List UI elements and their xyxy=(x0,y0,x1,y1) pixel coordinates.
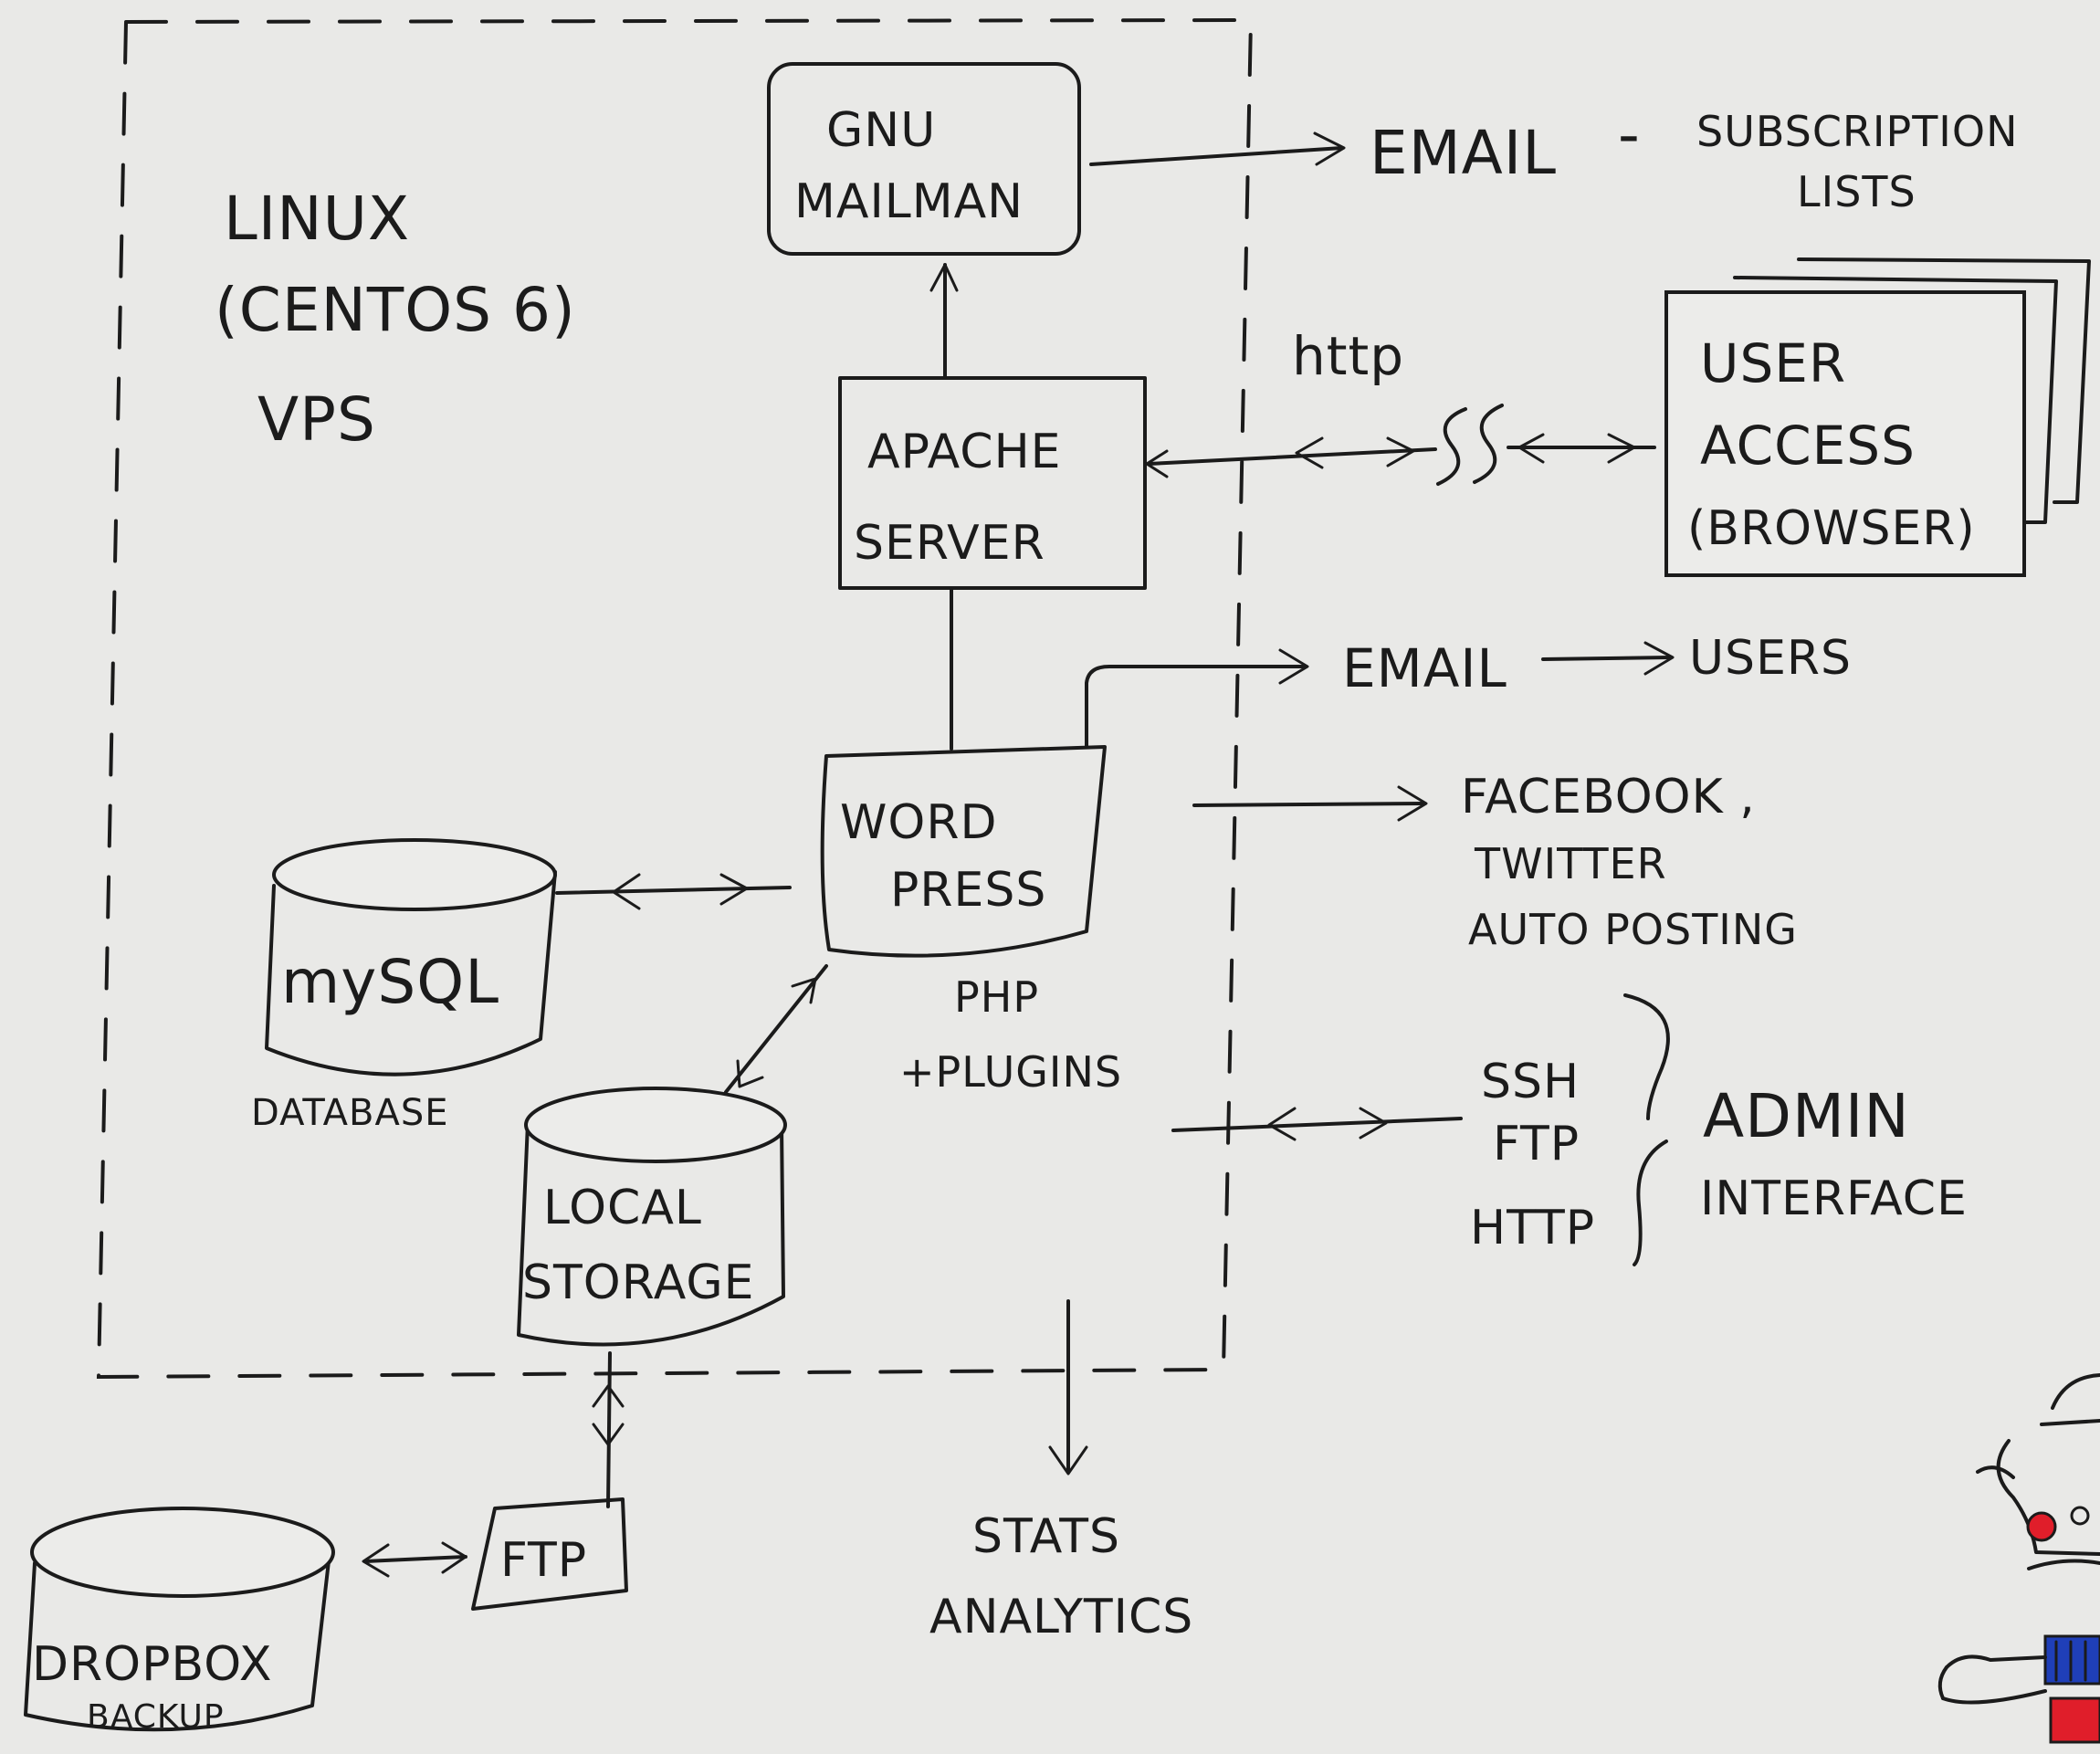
apache-label-1: APACHE xyxy=(867,425,1062,479)
storage-ftp-arrow xyxy=(592,1351,625,1508)
os-name: LINUX xyxy=(224,184,410,254)
apache-label-2: SERVER xyxy=(854,516,1045,571)
user-access-label-1: USER xyxy=(1700,332,1846,394)
stats-label-1: STATS xyxy=(972,1509,1120,1564)
email-lists-label: EMAIL xyxy=(1370,118,1557,188)
lists-label: LISTS xyxy=(1797,167,1916,216)
wordpress-note-plugins: +PLUGINS xyxy=(899,1047,1122,1097)
users-label: USERS xyxy=(1689,631,1852,686)
email-lists-dash: - xyxy=(1618,100,1641,170)
dropbox-label-2: BACKUP xyxy=(87,1698,225,1736)
ftp-node: FTP xyxy=(471,1497,628,1611)
ftp-label: FTP xyxy=(500,1533,587,1588)
user-access-label-2: ACCESS xyxy=(1700,415,1916,477)
mysql-node: mySQL DATABASE xyxy=(251,838,557,1134)
hosting-type: VPS xyxy=(257,384,376,455)
http-label: http xyxy=(1292,325,1404,387)
local-storage-label-1: LOCAL xyxy=(543,1181,702,1235)
wordpress-label-1: WORD xyxy=(840,795,998,850)
user-access-node: USER ACCESS (BROWSER) xyxy=(1664,257,2091,577)
dropbox-node: DROPBOX BACKUP xyxy=(24,1507,335,1736)
mailman-email-arrow xyxy=(1089,131,1346,166)
social-label-1: FACEBOOK , xyxy=(1461,770,1756,824)
mailman-node: GNU MAILMAN xyxy=(767,62,1081,256)
vps-boundary xyxy=(96,17,1254,1380)
dropbox-label-1: DROPBOX xyxy=(32,1637,272,1692)
email-subscription-group: EMAIL - SUBSCRIPTION LISTS xyxy=(1370,100,2019,216)
mailman-label-2: MAILMAN xyxy=(794,174,1024,229)
platform-labels: LINUX (CENTOS 6) VPS xyxy=(215,184,576,455)
admin-label-1: ADMIN xyxy=(1703,1081,1910,1151)
local-storage-node: LOCAL STORAGE xyxy=(517,1087,787,1347)
wordpress-note-php: PHP xyxy=(954,972,1039,1022)
social-flow: FACEBOOK , TWITTER AUTO POSTING xyxy=(1192,770,1798,954)
social-label-3: AUTO POSTING xyxy=(1468,905,1798,954)
stats-label-2: ANALYTICS xyxy=(929,1590,1193,1644)
mysql-label: mySQL xyxy=(281,947,499,1017)
wordpress-node: WORD PRESS PHP +PLUGINS xyxy=(820,745,1122,1097)
admin-proto-ftp: FTP xyxy=(1493,1117,1580,1171)
mascot-doodle xyxy=(1937,1373,2100,1744)
admin-proto-ssh: SSH xyxy=(1481,1055,1580,1109)
local-storage-label-2: STORAGE xyxy=(522,1255,755,1310)
admin-proto-http: HTTP xyxy=(1470,1201,1595,1255)
admin-label-2: INTERFACE xyxy=(1700,1171,1968,1226)
wordpress-storage-arrow xyxy=(724,964,828,1094)
ftp-dropbox-arrow xyxy=(362,1541,467,1578)
email-users-flow: EMAIL USERS xyxy=(1085,631,1852,749)
mailman-label-1: GNU xyxy=(826,103,936,158)
stats-flow: STATS ANALYTICS xyxy=(929,1299,1193,1644)
email-users-label: EMAIL xyxy=(1342,637,1507,699)
admin-flow: SSH FTP HTTP ADMIN INTERFACE xyxy=(1171,993,1968,1266)
user-access-label-3: (BROWSER) xyxy=(1687,501,1976,556)
subscription-label: SUBSCRIPTION xyxy=(1696,107,2019,156)
wordpress-label-2: PRESS xyxy=(890,863,1046,918)
apache-node: APACHE SERVER xyxy=(838,376,1147,590)
mailman-apache-link xyxy=(929,263,959,378)
mysql-wordpress-arrow xyxy=(555,873,792,910)
http-link: http xyxy=(1145,325,1656,486)
os-version: (CENTOS 6) xyxy=(215,275,576,345)
mysql-caption: DATABASE xyxy=(251,1092,449,1134)
social-label-2: TWITTER xyxy=(1474,839,1667,888)
